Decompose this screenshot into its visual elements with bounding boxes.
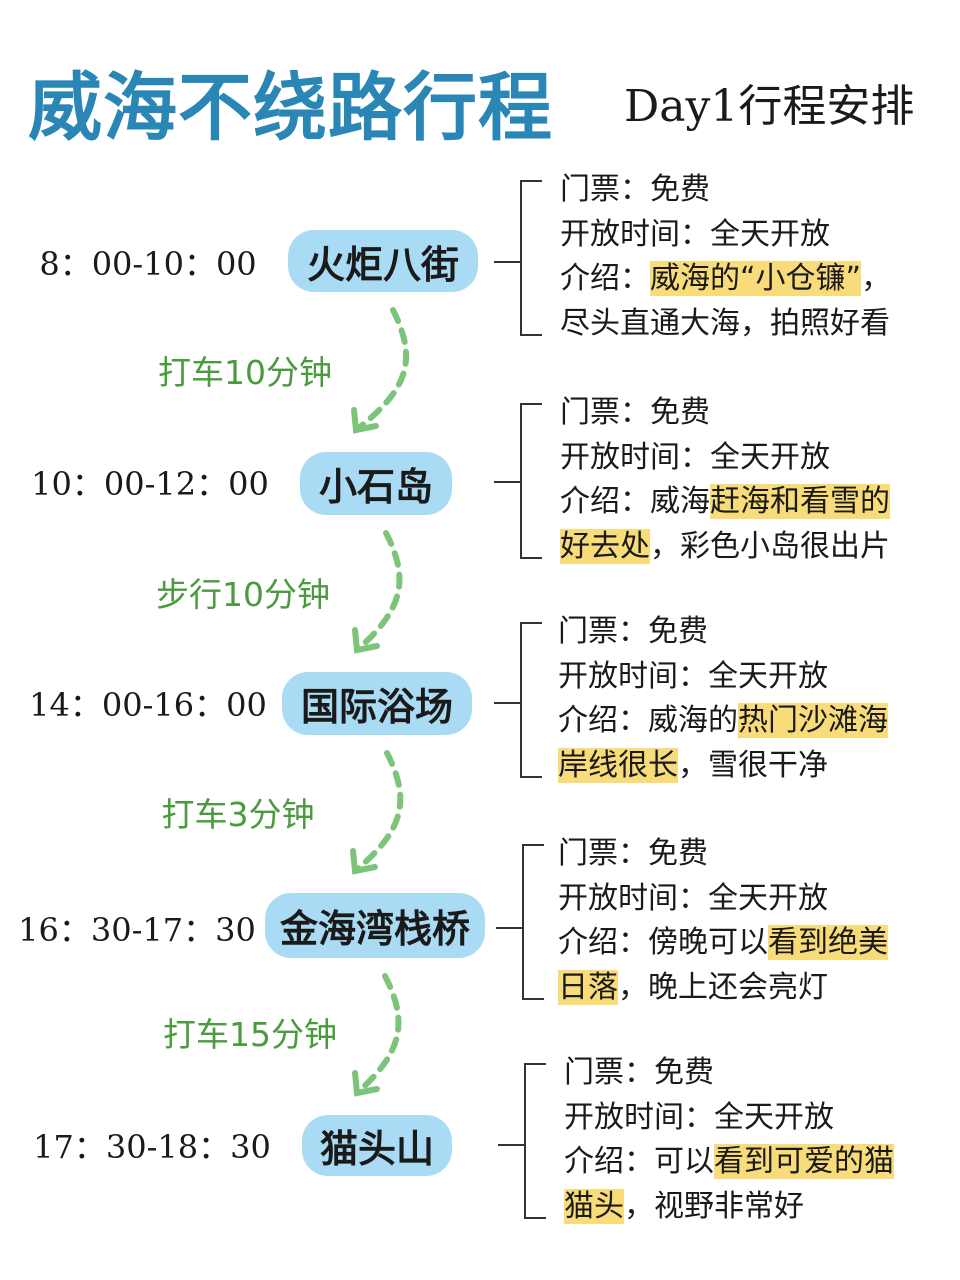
info-line: 门票：免费 — [558, 832, 888, 877]
info-text: 开放时间：全天开放 — [558, 880, 828, 916]
info-bracket — [520, 403, 542, 559]
stop-time: 8：00-10：00 — [39, 245, 257, 283]
stop-time: 17：30-18：30 — [33, 1128, 271, 1166]
info-text: 介绍：威海 — [560, 484, 710, 519]
stop-time: 14：00-16：00 — [29, 686, 267, 724]
info-text: 介绍：可以 — [564, 1144, 714, 1179]
dashed-route-arrow — [353, 307, 409, 433]
bracket-connector — [496, 927, 522, 929]
info-line: 介绍：威海赶海和看雪的 — [560, 480, 890, 525]
info-line: 门票：免费 — [560, 391, 890, 436]
transfer-label: 打车10分钟 — [158, 353, 332, 392]
highlighted-text: 看到可爱的猫 — [714, 1144, 894, 1179]
info-text: 开放时间：全天开放 — [560, 439, 830, 475]
bracket-connector — [498, 1144, 524, 1146]
info-text: 门票：免费 — [560, 172, 710, 207]
info-line: 介绍：傍晚可以看到绝美 — [558, 921, 888, 966]
info-text: ，晚上还会亮灯 — [618, 969, 828, 1005]
dashed-route-arrow — [354, 973, 402, 1096]
stop-time: 10：00-12：00 — [31, 465, 269, 503]
stop-info: 门票：免费开放时间：全天开放介绍：威海赶海和看雪的好去处，彩色小岛很出片 — [560, 391, 890, 569]
info-line: 日落，晚上还会亮灯 — [558, 966, 888, 1011]
info-line: 开放时间：全天开放 — [558, 877, 888, 922]
info-line: 门票：免费 — [564, 1051, 894, 1096]
info-text: ，彩色小岛很出片 — [650, 528, 890, 564]
stop-info: 门票：免费开放时间：全天开放介绍：傍晚可以看到绝美日落，晚上还会亮灯 — [558, 832, 888, 1010]
info-text: 介绍： — [560, 261, 650, 296]
info-text: 介绍：傍晚可以 — [558, 925, 768, 960]
transfer-label: 打车3分钟 — [161, 795, 315, 834]
info-bracket — [524, 1063, 546, 1219]
stop-time: 16：30-17：30 — [18, 911, 256, 949]
highlighted-text: 好去处 — [560, 528, 650, 564]
transfer-label: 打车15分钟 — [163, 1015, 337, 1054]
info-text: 门票：免费 — [564, 1055, 714, 1090]
dashed-route-arrow — [352, 750, 404, 874]
highlighted-text: 赶海和看雪的 — [710, 484, 890, 519]
arrowhead-icon — [350, 848, 378, 875]
arrowhead-icon — [352, 1070, 380, 1097]
info-text: 介绍：威海的 — [558, 703, 738, 738]
stop-name-pill[interactable]: 猫头山 — [302, 1115, 452, 1176]
info-line: 开放时间：全天开放 — [564, 1096, 894, 1141]
info-line: 尽头直通大海，拍照好看 — [560, 302, 891, 347]
arrowhead-icon — [351, 407, 379, 434]
info-text: 开放时间：全天开放 — [564, 1099, 834, 1135]
info-line: 岸线很长，雪很干净 — [558, 744, 888, 789]
highlighted-text: 威海的“小仓镰” — [650, 261, 862, 296]
highlighted-text: 猫头 — [564, 1188, 624, 1224]
highlighted-text: 岸线很长 — [558, 747, 678, 783]
stop-info: 门票：免费开放时间：全天开放介绍：可以看到可爱的猫猫头，视野非常好 — [564, 1051, 894, 1229]
page-title: 威海不绕路行程 — [28, 65, 553, 151]
bracket-connector — [494, 702, 520, 704]
info-line: 开放时间：全天开放 — [558, 655, 888, 700]
info-text: 开放时间：全天开放 — [560, 216, 830, 252]
info-text: ，视野非常好 — [624, 1188, 804, 1224]
info-line: 好去处，彩色小岛很出片 — [560, 525, 890, 570]
info-text: 尽头直通大海，拍照好看 — [560, 305, 890, 341]
info-line: 门票：免费 — [560, 168, 891, 213]
info-line: 开放时间：全天开放 — [560, 213, 891, 258]
info-line: 介绍：威海的热门沙滩海 — [558, 699, 888, 744]
page-subtitle: Day1行程安排 — [624, 81, 915, 132]
info-text: ，雪很干净 — [678, 747, 828, 783]
arrowhead-icon — [352, 627, 380, 654]
bracket-connector — [494, 481, 520, 483]
highlighted-text: 看到绝美 — [768, 925, 888, 960]
stop-name-pill[interactable]: 金海湾栈桥 — [265, 893, 485, 958]
info-text: 门票：免费 — [558, 614, 708, 649]
stop-info: 门票：免费开放时间：全天开放介绍：威海的热门沙滩海岸线很长，雪很干净 — [558, 610, 888, 788]
dashed-route-arrow — [354, 530, 403, 653]
info-line: 开放时间：全天开放 — [560, 436, 890, 481]
stop-name-pill[interactable]: 国际浴场 — [282, 672, 472, 735]
info-line: 门票：免费 — [558, 610, 888, 655]
stop-name-pill[interactable]: 火炬八街 — [288, 230, 478, 292]
highlighted-text: 热门沙滩海 — [738, 703, 888, 738]
stop-info: 门票：免费开放时间：全天开放介绍：威海的“小仓镰”，尽头直通大海，拍照好看 — [560, 168, 891, 346]
info-line: 介绍：威海的“小仓镰”， — [560, 257, 891, 302]
bracket-connector — [494, 261, 520, 263]
stop-name-pill[interactable]: 小石岛 — [300, 452, 452, 515]
info-text: 门票：免费 — [560, 395, 710, 430]
info-text: ， — [861, 261, 892, 296]
info-line: 猫头，视野非常好 — [564, 1185, 894, 1230]
info-bracket — [520, 622, 542, 778]
transfer-label: 步行10分钟 — [156, 575, 330, 614]
info-text: 门票：免费 — [558, 836, 708, 871]
info-bracket — [522, 844, 544, 1000]
info-text: 开放时间：全天开放 — [558, 658, 828, 694]
info-bracket — [520, 180, 542, 336]
highlighted-text: 日落 — [558, 969, 618, 1005]
info-line: 介绍：可以看到可爱的猫 — [564, 1140, 894, 1185]
